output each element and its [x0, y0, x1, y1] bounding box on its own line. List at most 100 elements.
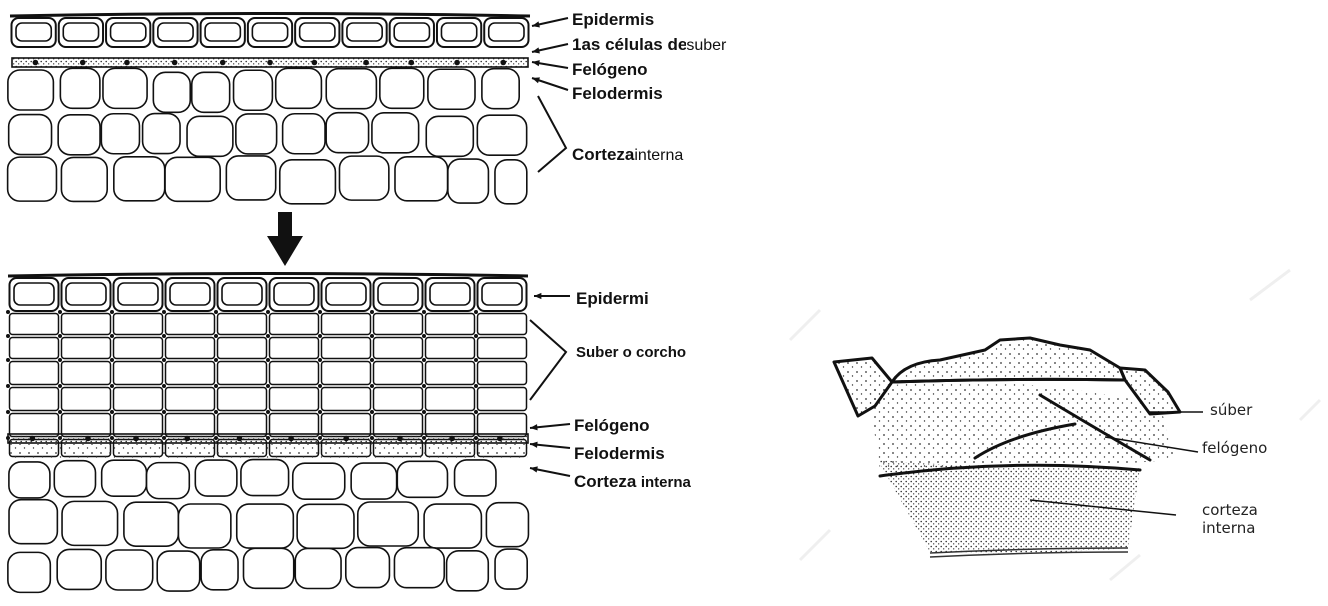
phellogen-nucleus [237, 436, 243, 442]
cuticle-line [10, 14, 530, 17]
parenchyma-cell [241, 460, 289, 496]
parenchyma-cell [102, 460, 147, 496]
parenchyma-cell [346, 548, 390, 588]
parenchyma-cell [424, 504, 481, 548]
phellogen-nucleus [363, 60, 369, 66]
bark-suber-body [868, 382, 1175, 470]
cell-junction [214, 334, 218, 338]
phellogen-nucleus [408, 60, 414, 66]
parenchyma-cell [187, 116, 233, 156]
label-corteza-bark-line1: corteza [1202, 501, 1258, 519]
phellogen-nucleus [172, 60, 178, 66]
suber-cell [426, 314, 475, 335]
parenchyma-cell [326, 69, 376, 109]
cell-junction [110, 334, 114, 338]
parenchyma-cell [153, 72, 190, 112]
parenchyma-cell [326, 113, 368, 153]
parenchyma-cell [339, 156, 388, 200]
suber-cell [374, 362, 423, 385]
phellogen-nucleus [80, 60, 86, 66]
phellogen-nucleus [500, 60, 506, 66]
label-felodermis-top: Felodermis [572, 85, 663, 102]
parenchyma-cell [143, 114, 180, 154]
label-corteza-interna-top: Cortezainterna [572, 146, 683, 164]
cell-junction [318, 358, 322, 362]
parenchyma-cell [477, 115, 526, 155]
bark-top-plate [892, 338, 1125, 382]
cell-junction [162, 384, 166, 388]
suber-cell [426, 362, 475, 385]
parenchyma-cell [495, 160, 527, 204]
suber-cell [270, 414, 319, 437]
parenchyma-cell [124, 502, 178, 546]
label-corteza-bottom-suffix: interna [641, 474, 691, 491]
cell-junction [266, 358, 270, 362]
label-suber-bark: súber [1210, 403, 1252, 418]
suber-cell [10, 388, 59, 411]
phellogen-nucleus [288, 436, 294, 442]
parenchyma-cell [283, 114, 325, 154]
cell-junction [6, 410, 10, 414]
suber-cell [270, 314, 319, 335]
suber-cell [166, 338, 215, 359]
parenchyma-cell [61, 157, 107, 201]
parenchyma-cell [9, 500, 57, 544]
cell-junction [422, 334, 426, 338]
suber-cell [374, 338, 423, 359]
cell-junction [318, 334, 322, 338]
suber-cell [62, 414, 111, 437]
cell-junction [6, 358, 10, 362]
parenchyma-cell [297, 504, 354, 548]
bracket-suber [530, 320, 566, 400]
suber-cell [374, 414, 423, 437]
suber-cell [166, 314, 215, 335]
suber-cell [166, 362, 215, 385]
transition-arrow [267, 212, 303, 266]
parenchyma-cell [157, 551, 199, 591]
cell-junction [422, 310, 426, 314]
cell-junction [370, 384, 374, 388]
parenchyma-cell [226, 156, 275, 200]
suber-cell [62, 338, 111, 359]
top-pointer-arrows [532, 18, 568, 172]
suber-cell [426, 414, 475, 437]
suber-cell [426, 388, 475, 411]
cell-junction [370, 334, 374, 338]
cell-junction [474, 334, 478, 338]
parenchyma-cell [192, 72, 230, 112]
suber-cell [322, 338, 371, 359]
cell-junction [110, 384, 114, 388]
cell-junction [370, 310, 374, 314]
cell-junction [162, 410, 166, 414]
suber-cell [62, 388, 111, 411]
phellogen-nucleus [497, 436, 503, 442]
parenchyma-cell [372, 113, 419, 153]
pointer-arrowhead [532, 77, 540, 83]
label-corteza-top-bold: Corteza [572, 145, 634, 164]
suber-cell [426, 338, 475, 359]
cell-junction [162, 310, 166, 314]
parenchyma-cell [201, 550, 238, 590]
cuticle-line [8, 274, 528, 277]
suber-cell [270, 338, 319, 359]
parenchyma-cell [234, 70, 273, 110]
cell-junction [58, 334, 62, 338]
phellogen-nucleus [267, 60, 273, 66]
cell-junction [318, 384, 322, 388]
suber-cell [218, 388, 267, 411]
parenchyma-cell [482, 69, 519, 109]
cell-junction [58, 310, 62, 314]
cell-junction [58, 384, 62, 388]
suber-cell [114, 314, 163, 335]
phellogen-nucleus [312, 60, 318, 66]
cell-junction [214, 384, 218, 388]
cell-junction [474, 384, 478, 388]
bottom-pointer-arrows [530, 293, 570, 476]
cell-junction [6, 384, 10, 388]
suber-cell [218, 314, 267, 335]
parenchyma-cell [397, 461, 447, 497]
suber-cell [10, 414, 59, 437]
label-first-suber-cells: 1as células desuber [572, 36, 726, 54]
suber-cell [374, 388, 423, 411]
label-first-suber-cells-suffix: suber [686, 37, 726, 54]
